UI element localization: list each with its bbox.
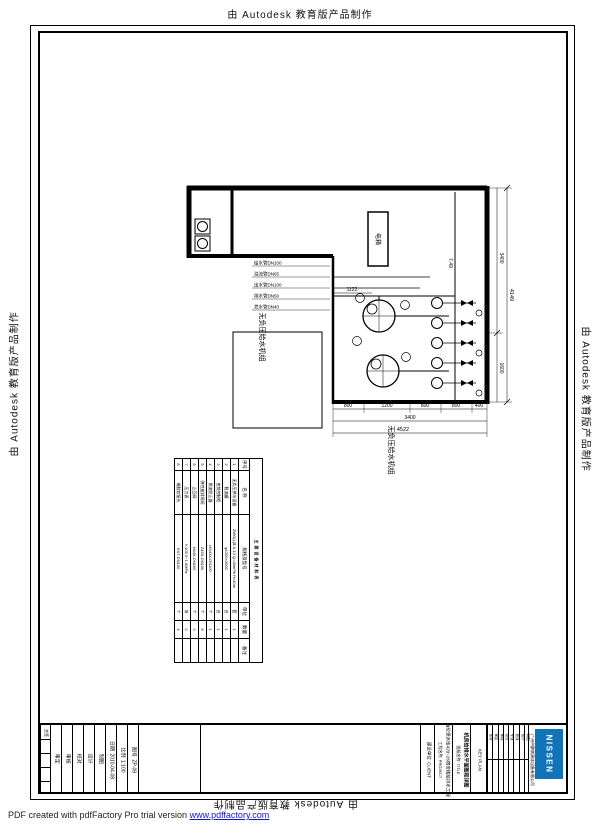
pump-unit-label-bottom: 无负压给水机组 xyxy=(387,426,396,475)
company-cell: 广州中鹏联康体设备有限公司 NISSEN xyxy=(528,725,566,794)
dim-seg: 400 xyxy=(475,403,484,409)
pdf-footer-text: PDF created with pdfFactory Pro trial ve… xyxy=(8,810,190,820)
field-date: 日期 2010-04-08 xyxy=(105,725,116,794)
pipe-annotation: 溢流管DN65 xyxy=(254,271,280,278)
col-header: 备注 xyxy=(238,638,250,663)
pump-room-plan: 电箱 无负压给水机组 无负压给水机组 给水管DN100 溢流管DN65 出水管D… xyxy=(186,184,514,475)
dim-v-total: 4149 xyxy=(508,289,514,301)
field-jiaodui: 校对 xyxy=(72,725,83,794)
dim-h-sub: 3400 xyxy=(404,415,415,421)
autodesk-watermark-right: 由 Autodesk 教育版产品制作 xyxy=(579,326,591,472)
company-name: 广州中鹏联康体设备有限公司 xyxy=(530,733,535,786)
autodesk-watermark-top: 由 Autodesk 教育版产品制作 xyxy=(227,10,373,21)
signoff-grid: 会签 xyxy=(40,725,50,794)
pdffactory-link[interactable]: www.pdffactory.com xyxy=(189,810,270,820)
field-shending: 审定 xyxy=(50,725,61,794)
approval-grid: 批准 审定 审核 设总 专业 校对 设计 制图 xyxy=(486,725,530,794)
dim-v2: 1600 xyxy=(498,362,504,373)
dim-w1: 1122 xyxy=(347,287,358,293)
pipe-annotation: 排水管DN50 xyxy=(254,293,280,300)
dim-seg: 1200 xyxy=(381,403,392,409)
pdf-footer: PDF created with pdfFactory Pro trial ve… xyxy=(8,810,269,820)
col-header: 名 称 xyxy=(238,470,250,515)
client-cell: 建设单位 CLIENT xyxy=(420,725,434,794)
col-header: 单位 xyxy=(238,602,250,621)
project-cell: 工程名称 PROJECT 海伦堡水库420~26宿舍楼给排水工程 xyxy=(434,722,452,797)
dim-seg: 800 xyxy=(421,403,430,409)
pipe-annotation: 给水管DN100 xyxy=(254,260,282,267)
pump-unit-label-left: 无负压给水机组 xyxy=(258,313,267,362)
col-header: 规格及型号 xyxy=(238,514,250,603)
pipe-annotation: 出水管DN100 xyxy=(254,282,282,289)
field-drawing-no: 图号 ZP-08 xyxy=(127,725,138,794)
dim-seg: 800 xyxy=(344,403,353,409)
sheet-outer-frame xyxy=(30,25,575,800)
dim-h-total: 4522 xyxy=(397,427,409,433)
dim-elevation: 7.49 xyxy=(447,258,453,268)
drawing-title-cell: 图纸名称 TITLE 机房给排水平面图和详图 xyxy=(452,725,470,794)
col-header: 序号 xyxy=(238,458,250,471)
autodesk-watermark-left: 由 Autodesk 教育版产品制作 xyxy=(9,311,21,457)
nissen-logo: NISSEN xyxy=(535,729,563,779)
titleblock-empty-area xyxy=(200,725,420,794)
title-block: 会签 审定 审核 校对 设计 制图 日期 2010-04-08 比例 1:100… xyxy=(40,722,566,797)
drawing-title: 机房给排水平面图和详图 xyxy=(462,731,469,788)
signoff-label: 会签 xyxy=(43,729,49,737)
field-zhitu: 制图 xyxy=(94,725,105,794)
field-shenhe: 审核 xyxy=(61,725,72,794)
electric-box-label: 电箱 xyxy=(374,233,382,245)
plan-geometry xyxy=(186,184,512,437)
pipe-annotation: 泄水管DN40 xyxy=(254,304,280,311)
titleblock-spacer xyxy=(138,725,200,794)
field-sheji: 设计 xyxy=(83,725,94,794)
dim-seg: 800 xyxy=(452,403,461,409)
key-plan-label: KEY PLAN xyxy=(476,748,482,771)
sheet-inner-frame xyxy=(38,31,568,794)
equipment-table-title: 主要设备材料表 xyxy=(249,458,263,663)
key-plan-cell: KEY PLAN xyxy=(470,725,486,794)
field-scale: 比例 1:100 xyxy=(116,725,127,794)
col-header: 数量 xyxy=(238,620,250,639)
dim-v1: 3400 xyxy=(498,252,504,263)
project-name: 海伦堡水库420~26宿舍楼给排水工程 xyxy=(444,722,450,797)
